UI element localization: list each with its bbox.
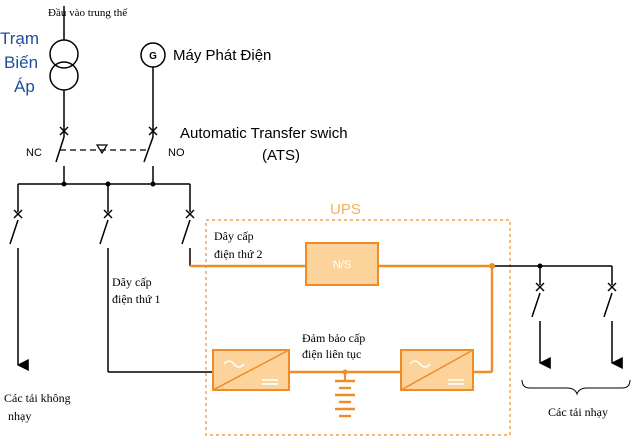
feeder2-label-2: điện thứ 2 bbox=[214, 247, 263, 261]
medium-voltage-input-label: Đầu vào trung thế bbox=[48, 7, 128, 19]
non-sensitive-label-2: nhạy bbox=[8, 409, 31, 423]
ac-wave-icon bbox=[223, 360, 245, 368]
sensitive-loads-label: Các tải nhạy bbox=[548, 405, 608, 419]
ups-boundary bbox=[205, 219, 511, 436]
static-switch-label: N/S bbox=[333, 259, 351, 271]
transformer-coil-top bbox=[49, 39, 79, 69]
substation-label-2: Biến bbox=[4, 53, 38, 72]
sensitive-load-switch-2 bbox=[603, 292, 613, 318]
feeder2-switch bbox=[181, 219, 191, 245]
feeder1-label-1: Dây cấp bbox=[112, 275, 152, 289]
continuous-label-2: điện liên tục bbox=[302, 347, 361, 361]
substation-label-3: Áp bbox=[14, 77, 35, 96]
ups-label: UPS bbox=[330, 201, 361, 218]
nc-label: NC bbox=[26, 147, 42, 159]
generator-label: Máy Phát Điện bbox=[173, 47, 271, 64]
battery-icon bbox=[335, 379, 355, 418]
continuous-label-1: Đảm bảo cấp bbox=[302, 331, 365, 345]
sensitive-load-switch-1 bbox=[531, 292, 541, 318]
sensitive-loads-brace bbox=[521, 379, 631, 396]
transformer-coil-bottom bbox=[49, 61, 79, 91]
ats-no-blade bbox=[143, 136, 154, 163]
non-sensitive-label-1: Các tải không bbox=[4, 391, 71, 405]
ac-wave-icon-2 bbox=[409, 360, 431, 368]
ats-label-1: Automatic Transfer swich bbox=[180, 125, 348, 142]
static-switch-box bbox=[305, 242, 379, 286]
feeder2-label-1: Dây cấp bbox=[214, 229, 254, 243]
feeder1-label-2: điện thứ 1 bbox=[112, 292, 161, 306]
interlock-triangle-icon bbox=[95, 144, 109, 155]
substation-label-1: Trạm bbox=[0, 29, 39, 48]
no-label: NO bbox=[168, 147, 185, 159]
ats-label-2: (ATS) bbox=[262, 147, 300, 164]
generator-symbol: G bbox=[149, 51, 157, 62]
feeder1-switch bbox=[99, 219, 109, 245]
branch-non-sensitive-switch bbox=[9, 219, 19, 245]
